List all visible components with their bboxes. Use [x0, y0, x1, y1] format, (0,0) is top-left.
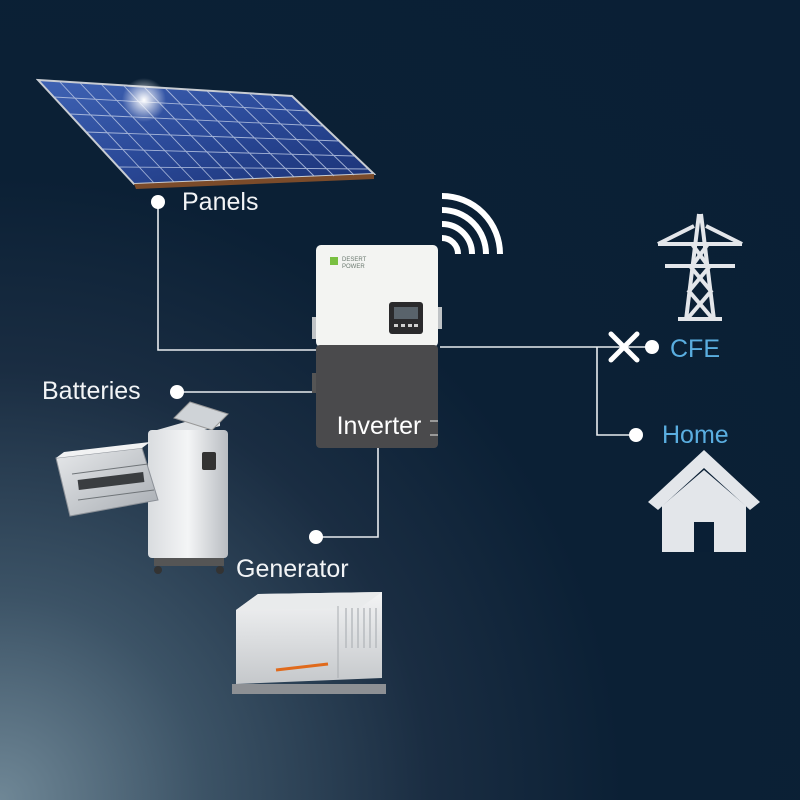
panels-label: Panels: [182, 190, 258, 215]
home-wire: [597, 347, 636, 435]
home-dot: [629, 428, 643, 442]
panels-wire: [158, 203, 318, 350]
batteries-dot: [170, 385, 184, 399]
generator-image: [228, 588, 388, 696]
panels-dot: [151, 195, 165, 209]
inverter-label: Inverter: [316, 412, 442, 441]
house-icon: [646, 450, 762, 554]
generator-label: Generator: [236, 557, 349, 582]
cfe-dot: [645, 340, 659, 354]
cfe-label: CFE: [670, 337, 720, 362]
inverter-brand: DESERT POWER: [342, 257, 366, 271]
home-label: Home: [662, 423, 729, 448]
battery-image: [50, 400, 290, 575]
generator-dot: [309, 530, 323, 544]
batteries-label: Batteries: [42, 379, 141, 404]
generator-wire: [316, 448, 378, 537]
solar-panel-image: [36, 78, 376, 190]
power-tower-icon: [650, 210, 750, 322]
